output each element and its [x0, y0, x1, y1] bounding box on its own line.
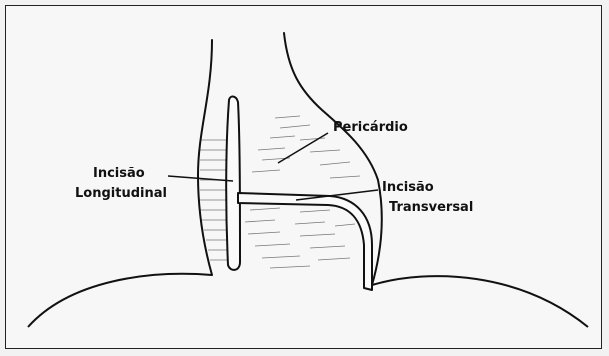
label-pericardio: Pericárdio	[333, 120, 408, 135]
sac-hatching	[200, 116, 360, 268]
pericardio-leader	[278, 133, 328, 163]
label-incisao-transversal-2: Transversal	[389, 200, 473, 215]
label-incisao-longitudinal-2: Longitudinal	[75, 186, 167, 201]
diaphragm-curve	[28, 274, 588, 327]
label-incisao-longitudinal-1: Incisão	[93, 166, 145, 181]
longitudinal-incision	[226, 96, 240, 269]
transverse-incision	[238, 193, 372, 290]
label-incisao-transversal-1: Incisão	[382, 180, 434, 195]
